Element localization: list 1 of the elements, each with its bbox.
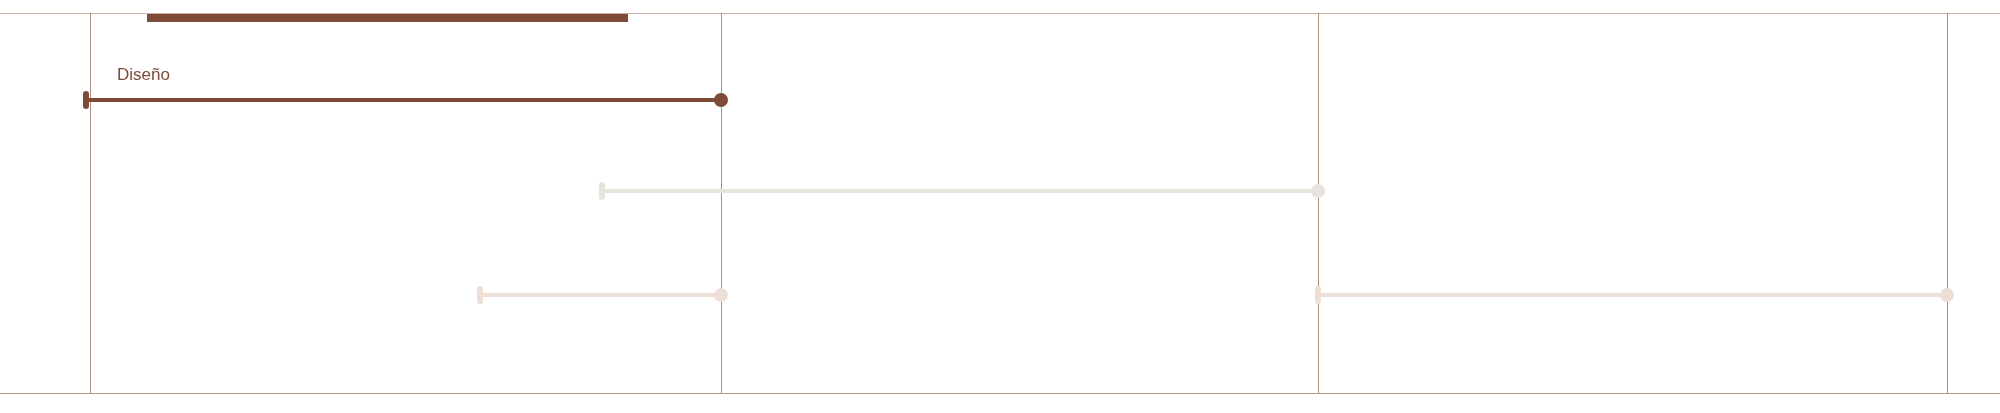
phase-label: Diseño <box>117 64 170 86</box>
